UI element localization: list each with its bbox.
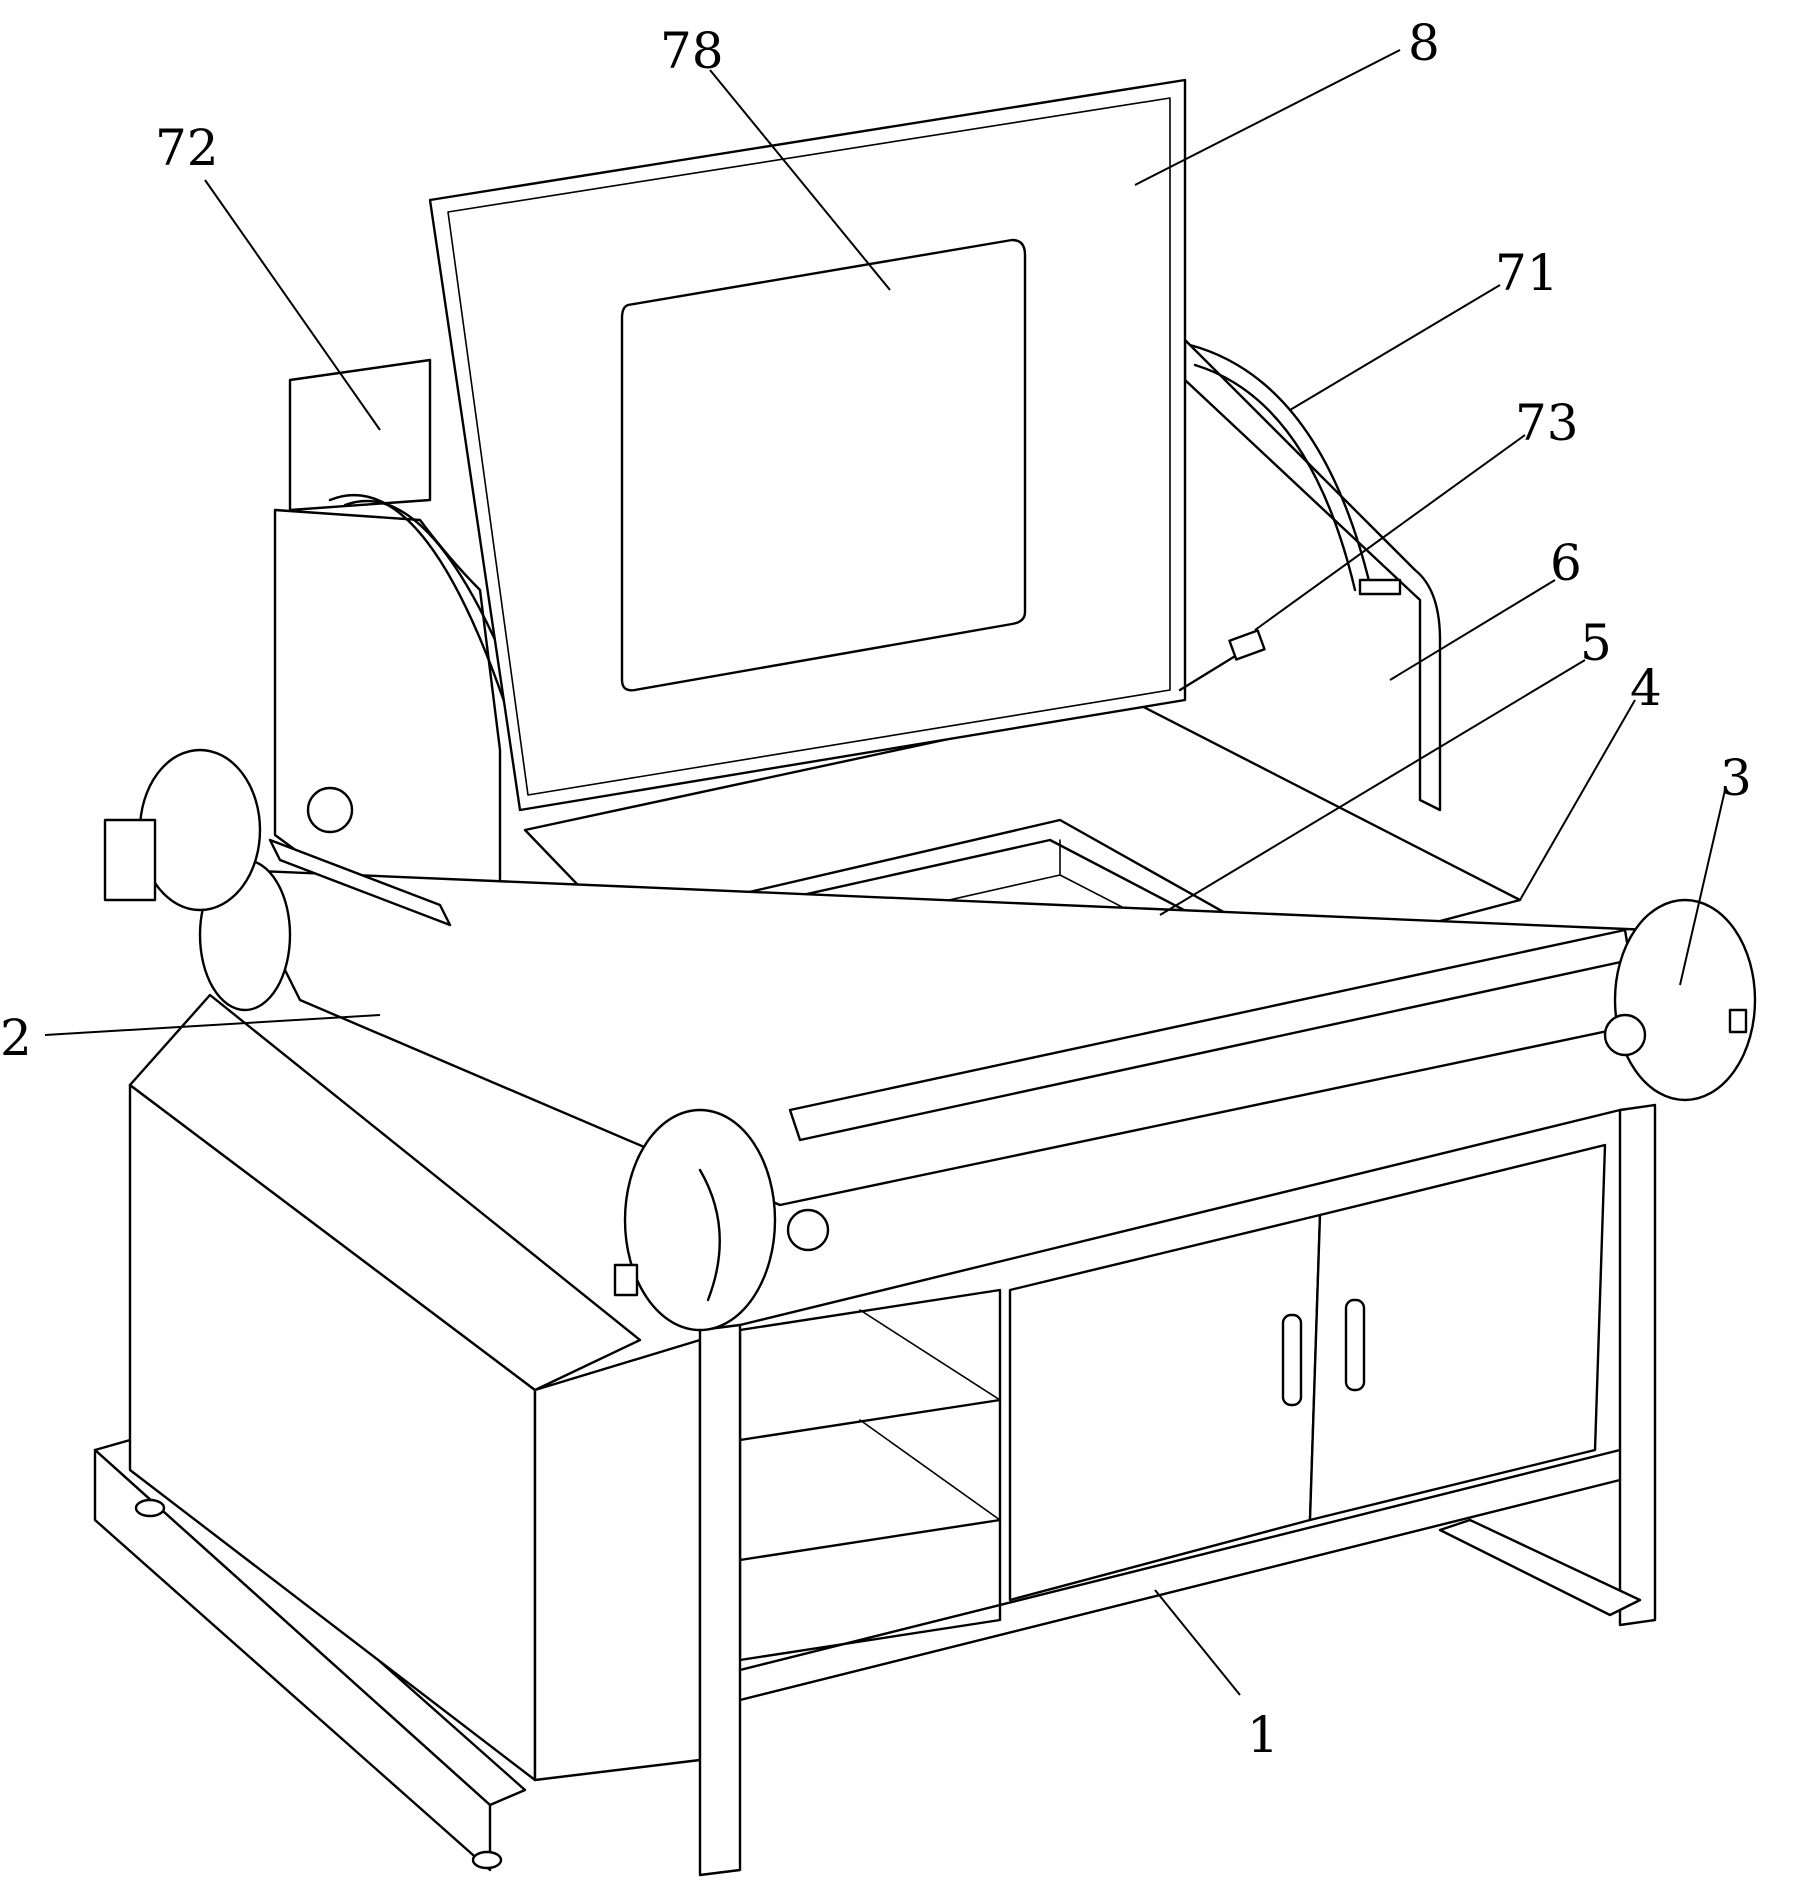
drive-unit	[103, 748, 452, 927]
top-rail	[738, 1108, 1622, 1327]
support-arm-left	[328, 494, 522, 752]
shelf-1	[738, 1398, 1002, 1442]
cabinet-door-right[interactable]	[1308, 1143, 1607, 1522]
cap-knob-front[interactable]	[786, 1208, 830, 1252]
shelf-2	[738, 1518, 1002, 1562]
cap-handle-slot[interactable]	[698, 1168, 721, 1302]
label-8: 8	[1408, 14, 1440, 72]
motor-housing	[138, 748, 262, 912]
cabinet-slope	[128, 993, 642, 1392]
leveling-foot	[134, 1498, 166, 1518]
cabinet-front-left	[533, 1338, 702, 1782]
label-73: 73	[1515, 394, 1579, 452]
right-side-panel	[1183, 338, 1442, 812]
gear-rack	[268, 838, 452, 927]
front-leg-right	[1618, 1103, 1657, 1627]
label-1: 1	[1247, 1706, 1279, 1764]
leader-lines	[44, 49, 1726, 1696]
support-arm-right	[1188, 343, 1372, 587]
reference-labels: 78 8 72 71 73 6 5 4 3 2 1	[0, 14, 1752, 1764]
bottom-rail	[738, 1478, 1622, 1702]
label-72: 72	[155, 119, 219, 177]
left-side-panel	[273, 508, 502, 1002]
front-leg-left	[698, 1323, 742, 1877]
cap-latch-front[interactable]	[613, 1263, 639, 1297]
lid-inner-border	[447, 97, 1171, 796]
viewing-window	[620, 238, 1027, 692]
end-cap-front	[623, 1108, 777, 1332]
label-2: 2	[0, 1009, 32, 1067]
arm-mount-right	[1358, 578, 1402, 596]
roller-body	[233, 868, 1662, 1207]
motor-gearbox	[103, 818, 157, 902]
rear-left-panel	[288, 358, 432, 512]
door-handle-right[interactable]	[1344, 1298, 1366, 1392]
base-rail-left-side	[93, 1448, 492, 1872]
cap-latch-rear[interactable]	[1728, 1008, 1748, 1034]
end-cap-rear	[1613, 898, 1757, 1102]
label-6: 6	[1550, 534, 1582, 592]
side-panels	[273, 338, 1442, 1002]
drive-gear	[306, 786, 354, 834]
hinge-pin	[1178, 629, 1266, 692]
label-71: 71	[1495, 244, 1559, 302]
cabinet-frame	[93, 993, 1657, 1877]
cabinet-door-left[interactable]	[1008, 1213, 1322, 1602]
label-78: 78	[660, 22, 724, 80]
door-handle-left[interactable]	[1281, 1313, 1303, 1407]
cap-knob-rear[interactable]	[1603, 1013, 1647, 1057]
lid	[428, 78, 1187, 812]
label-3: 3	[1720, 749, 1752, 807]
base-rail-right	[1438, 1518, 1642, 1617]
shelf-opening	[738, 1288, 1002, 1662]
label-4: 4	[1630, 659, 1662, 717]
leveling-foot	[471, 1850, 503, 1870]
hinge-pin-head	[1228, 629, 1266, 661]
label-5: 5	[1580, 614, 1612, 672]
